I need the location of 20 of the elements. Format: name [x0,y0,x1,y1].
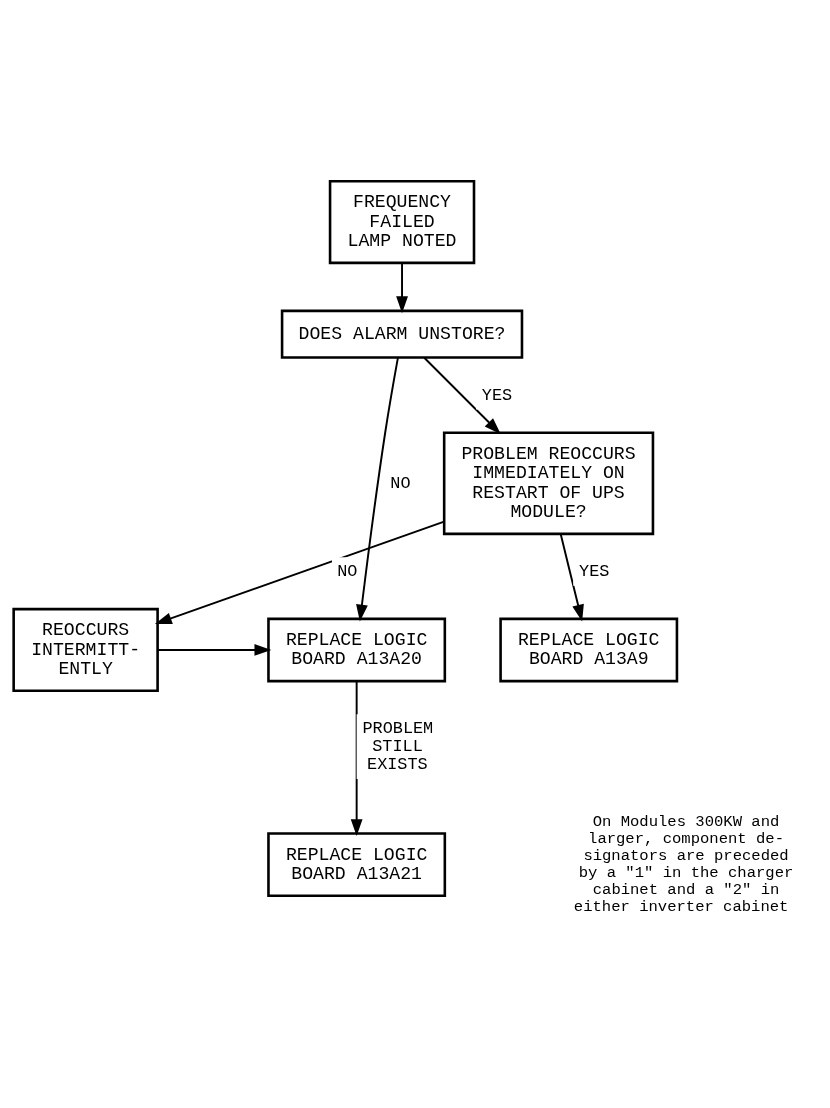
edge-label: YES [481,385,513,405]
arrow [156,644,272,656]
node-box: PROBLEM REOCCURS IMMEDIATELY ON RESTART OF UPS MODULE? [442,431,655,536]
node-box: DOES ALARM UNSTORE? [280,309,524,359]
arrow [423,356,501,435]
node-box: FREQUENCY FAILED LAMP NOTED [328,179,476,265]
edge-label: NO [337,561,358,581]
edge-label: PROBLEM STILL EXISTS [362,718,434,775]
arrow [356,356,399,622]
node-box: REOCCURS INTERMITT- ENTLY [12,607,159,693]
arrow [350,680,363,837]
node-box: REPLACE LOGIC BOARD A13A9 [499,617,679,683]
edge-label: NO [390,473,411,493]
node-box: REPLACE LOGIC BOARD A13A20 [267,617,447,683]
node-box: REPLACE LOGIC BOARD A13A21 [267,832,447,897]
label: On Modules 300KW and larger, component de- signators are preceded by a "1" in the charger cabinet and a "2" in either inverter cabinet [573,813,794,916]
arrow [154,520,446,625]
arrow [396,261,408,314]
edge-label: YES [579,561,610,581]
arrow [559,533,584,622]
